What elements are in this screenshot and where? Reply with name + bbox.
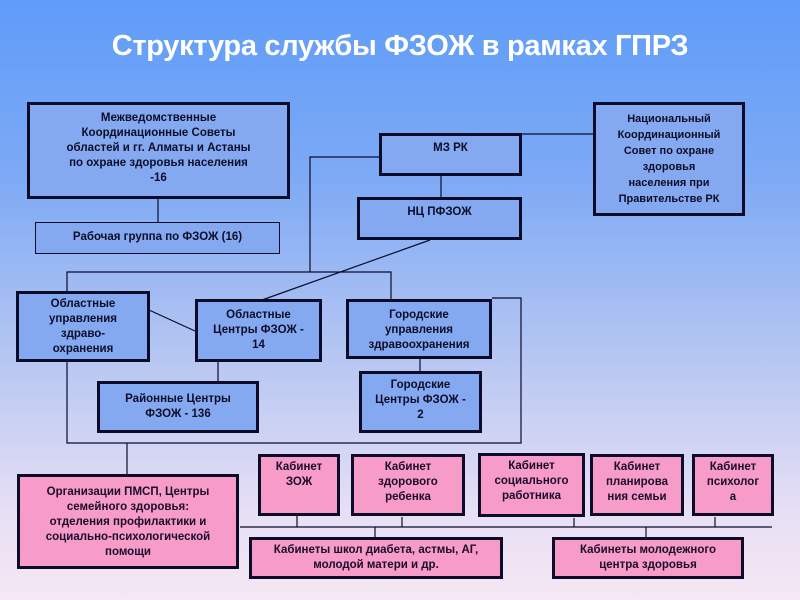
box-cabinet-family-planning: Кабинет планирова ния семьи <box>590 454 684 516</box>
connector-regional-bar <box>66 271 392 300</box>
connector-mz-left <box>309 156 379 272</box>
box-national-council: Национальный Координационный Совет по ох… <box>593 102 745 216</box>
box-working-group: Рабочая группа по ФЗОЖ (16) <box>35 222 280 254</box>
box-cabinet-social-worker: Кабинет социального работника <box>478 453 585 517</box>
box-pmsp-organizations: Организации ПМСП, Центры семейного здоро… <box>17 474 239 569</box>
box-district-centers: Районные Центры ФЗОЖ - 136 <box>97 381 259 433</box>
box-cabinet-zozh: Кабинет ЗОЖ <box>258 454 340 516</box>
box-interagency-councils: Межведомственные Координационные Советы … <box>27 102 290 199</box>
connector-nc-regional-centers <box>261 239 431 301</box>
connector-frame <box>66 297 522 444</box>
box-mz-rk: МЗ РК <box>379 133 522 176</box>
box-regional-centers: Областные Центры ФЗОЖ - 14 <box>195 299 322 362</box>
box-cabinet-healthy-child: Кабинет здорового ребенка <box>351 454 465 516</box>
box-nc-pfzozh: НЦ ПФЗОЖ <box>357 197 522 240</box>
slide-title: Структура службы ФЗОЖ в рамках ГПРЗ <box>111 30 689 62</box>
connector-depts-centers <box>148 309 196 332</box>
box-regional-health-depts: Областные управления здраво- охранения <box>16 291 150 362</box>
box-cabinet-psychologist: Кабинет психолог а <box>692 454 774 516</box>
box-cabinet-schools: Кабинеты школ диабета, астмы, АГ, молодо… <box>249 537 503 579</box>
box-city-health-depts: Городские управления здравоохранения <box>346 299 492 359</box>
box-cabinet-youth-center: Кабинеты молодежного центра здоровья <box>552 537 744 579</box>
box-city-centers: Городские Центры ФЗОЖ - 2 <box>359 371 482 433</box>
